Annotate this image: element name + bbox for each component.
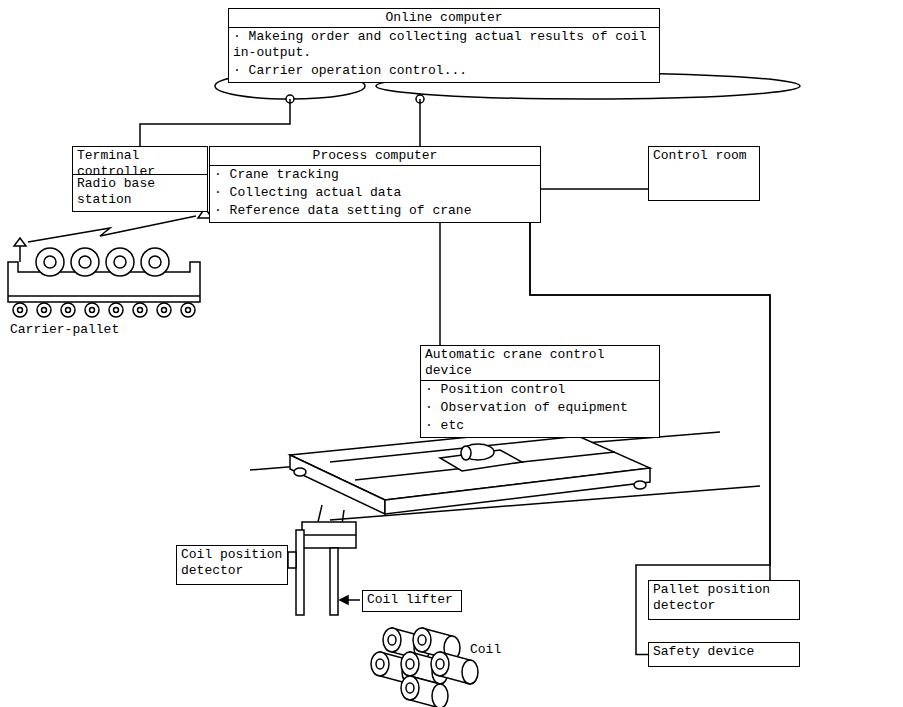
box-title: Process computer	[210, 147, 540, 166]
callout-box: Coil position detector	[176, 545, 288, 585]
connector-line	[420, 73, 435, 146]
crane	[290, 428, 650, 514]
system-box: Radio base station	[72, 174, 208, 212]
device-box: Safety device	[648, 642, 800, 667]
part-label: Coil	[470, 642, 501, 658]
leader-arrow	[340, 596, 348, 604]
carrier-pallet	[8, 238, 200, 317]
connector-line	[541, 188, 648, 190]
box-item: · Collecting actual data	[210, 184, 540, 202]
box-title: Coil position detector	[177, 546, 287, 580]
radio-link	[28, 216, 196, 242]
box-title: Safety device	[649, 643, 799, 661]
box-item: · Reference data setting of crane	[210, 202, 540, 220]
connector-line	[439, 223, 441, 345]
box-item: · Makeing order and collecting actual re…	[229, 28, 659, 62]
box-title: Pallet position detector	[649, 581, 799, 615]
device-box: Pallet position detector	[648, 580, 800, 620]
box-item: · etc	[421, 417, 659, 435]
coil-pile	[371, 628, 478, 707]
box-title: Coil lifter	[363, 591, 461, 609]
box-item: · Observation of equipment	[421, 399, 659, 417]
system-box: Online computer· Makeing order and colle…	[228, 8, 660, 83]
box-title: Radio base station	[73, 175, 207, 209]
box-item: · Crane tracking	[210, 166, 540, 184]
box-title: Online computer	[229, 9, 659, 28]
box-title: Automatic crane control device	[421, 346, 659, 381]
room-box: Control room	[648, 146, 760, 201]
box-title: Control room	[649, 147, 759, 165]
connector-line	[140, 73, 290, 146]
device-box: Automatic crane control device· Position…	[420, 345, 660, 438]
part-label: Carrier-pallet	[10, 322, 119, 338]
box-item: · Position control	[421, 381, 659, 399]
system-box: Process computer· Crane tracking· Collec…	[209, 146, 541, 223]
coil-lifter-drawing	[288, 505, 356, 615]
callout-box: Coil lifter	[362, 590, 462, 612]
box-item: · Carrier operation control...	[229, 62, 659, 80]
